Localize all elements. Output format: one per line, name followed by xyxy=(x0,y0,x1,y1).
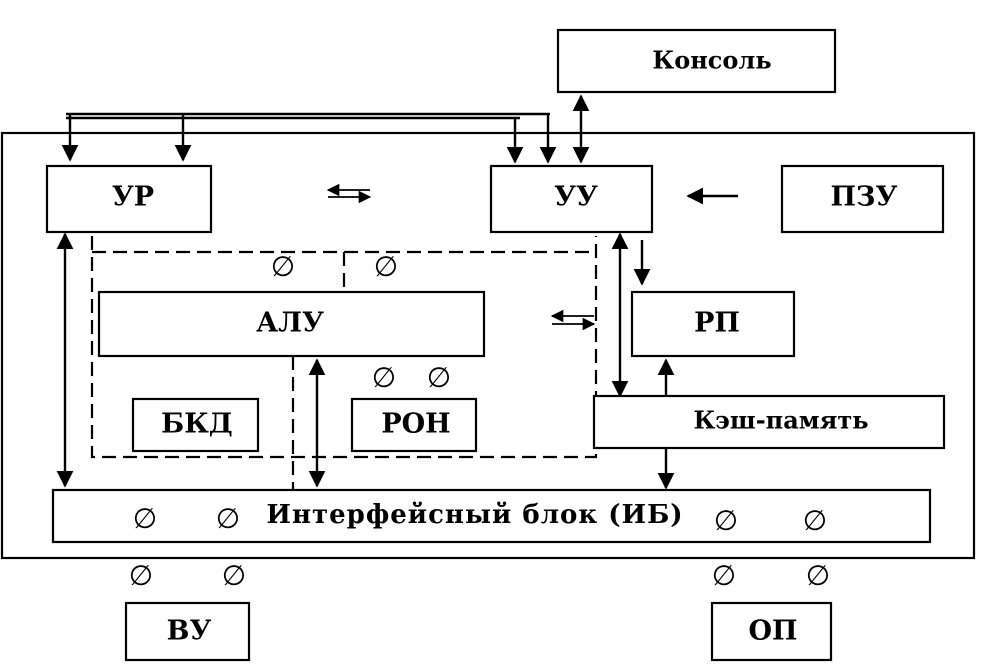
cache-label: Кэш-память xyxy=(693,406,868,435)
cache-block: Кэш-память xyxy=(592,394,946,450)
uu-block: УУ xyxy=(489,164,654,234)
console-block: Консоль xyxy=(556,28,837,94)
rp-block: РП xyxy=(630,290,796,358)
empty-set-marker: ∅ xyxy=(133,502,157,535)
ib-label: Интерфейсный блок (ИБ) xyxy=(266,500,683,530)
ur-block: УР xyxy=(45,164,213,234)
op-block: ОП xyxy=(710,601,833,662)
empty-set-marker: ∅ xyxy=(222,559,246,592)
bkd-block: БКД xyxy=(131,397,260,453)
processor-frame xyxy=(0,131,976,560)
op-label: ОП xyxy=(748,616,797,647)
pzu-label: ПЗУ xyxy=(831,182,898,213)
empty-set-marker: ∅ xyxy=(803,504,827,537)
empty-set-marker: ∅ xyxy=(714,504,738,537)
ron-label: РОН xyxy=(381,409,450,440)
ur-label: УР xyxy=(112,182,154,213)
empty-set-marker: ∅ xyxy=(372,361,396,394)
ur-uu-exchange-arrows xyxy=(326,183,372,204)
alu-block: АЛУ xyxy=(97,290,486,358)
ron-block: РОН xyxy=(350,397,478,453)
empty-set-marker: ∅ xyxy=(806,559,830,592)
vu-label: ВУ xyxy=(167,616,212,647)
alu-label: АЛУ xyxy=(256,308,324,339)
empty-set-marker: ∅ xyxy=(216,502,240,535)
empty-set-marker: ∅ xyxy=(271,250,295,283)
empty-set-marker: ∅ xyxy=(712,559,736,592)
console-label: Консоль xyxy=(652,46,771,75)
empty-set-markers: ∅ ∅ ∅ ∅ ∅ ∅ ∅ ∅ ∅ ∅ ∅ ∅ xyxy=(129,250,830,592)
vu-block: ВУ xyxy=(124,601,251,662)
rp-label: РП xyxy=(694,308,740,339)
top-bus xyxy=(61,112,557,164)
empty-set-marker: ∅ xyxy=(427,361,451,394)
empty-set-marker: ∅ xyxy=(374,250,398,283)
uu-label: УУ xyxy=(554,182,598,213)
alu-uu-exchange-arrows xyxy=(550,309,596,331)
pzu-block: ПЗУ xyxy=(780,164,945,234)
operational-unit-frame xyxy=(90,236,598,490)
bkd-label: БКД xyxy=(161,409,233,440)
ib-block: Интерфейсный блок (ИБ) xyxy=(51,488,932,544)
empty-set-marker: ∅ xyxy=(129,559,153,592)
